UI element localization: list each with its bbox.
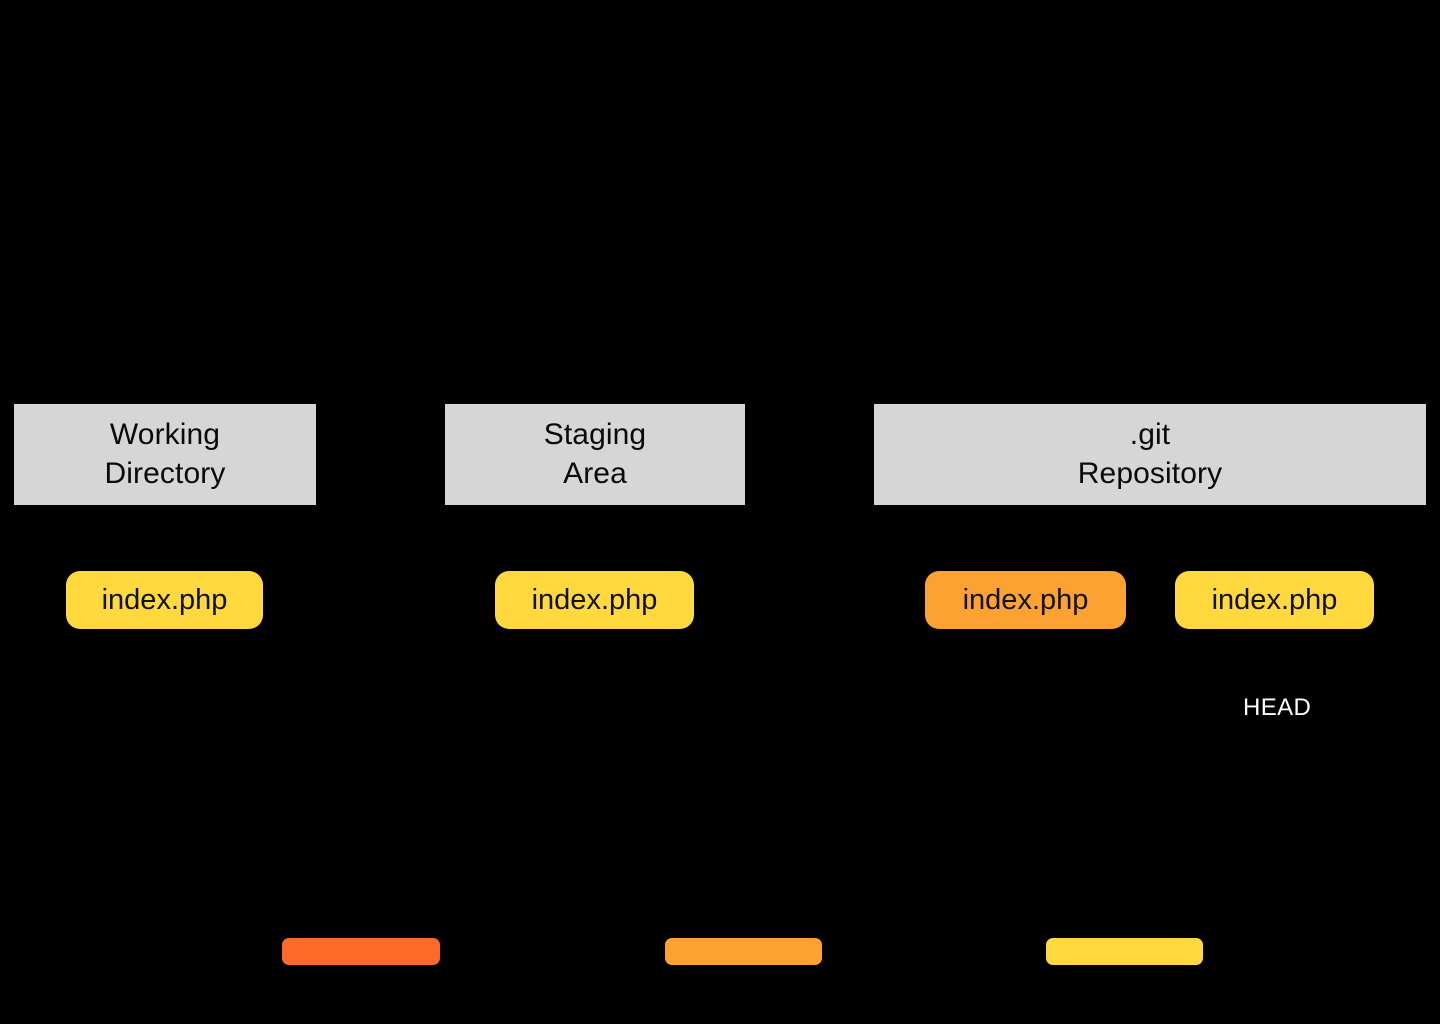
area-staging-area-line2: Area (563, 456, 627, 490)
area-box-git-repository: .git Repository (874, 404, 1426, 505)
legend-swatch-committed (1046, 938, 1203, 965)
file-pill-repository-head: index.php (1175, 571, 1374, 629)
file-pill-staging-area: index.php (495, 571, 694, 629)
area-git-repository-line1: .git (1129, 418, 1171, 452)
file-pill-repository-head-label: index.php (1211, 583, 1338, 616)
file-pill-repository-previous-label: index.php (962, 583, 1089, 616)
area-working-directory-line2: Directory (104, 456, 226, 490)
area-working-directory-line1: Working (109, 418, 221, 452)
area-box-working-directory: Working Directory (14, 404, 316, 505)
legend-swatch-staged (665, 938, 822, 965)
file-pill-working-directory-label: index.php (101, 583, 228, 616)
head-pointer-label: HEAD (1243, 694, 1312, 721)
legend-swatch-modified (282, 938, 440, 965)
area-staging-area-line1: Staging (543, 418, 647, 452)
file-pill-staging-area-label: index.php (531, 583, 658, 616)
area-box-staging-area: Staging Area (445, 404, 745, 505)
area-git-repository-line2: Repository (1077, 456, 1223, 490)
file-pill-working-directory: index.php (66, 571, 263, 629)
file-pill-repository-previous: index.php (925, 571, 1126, 629)
